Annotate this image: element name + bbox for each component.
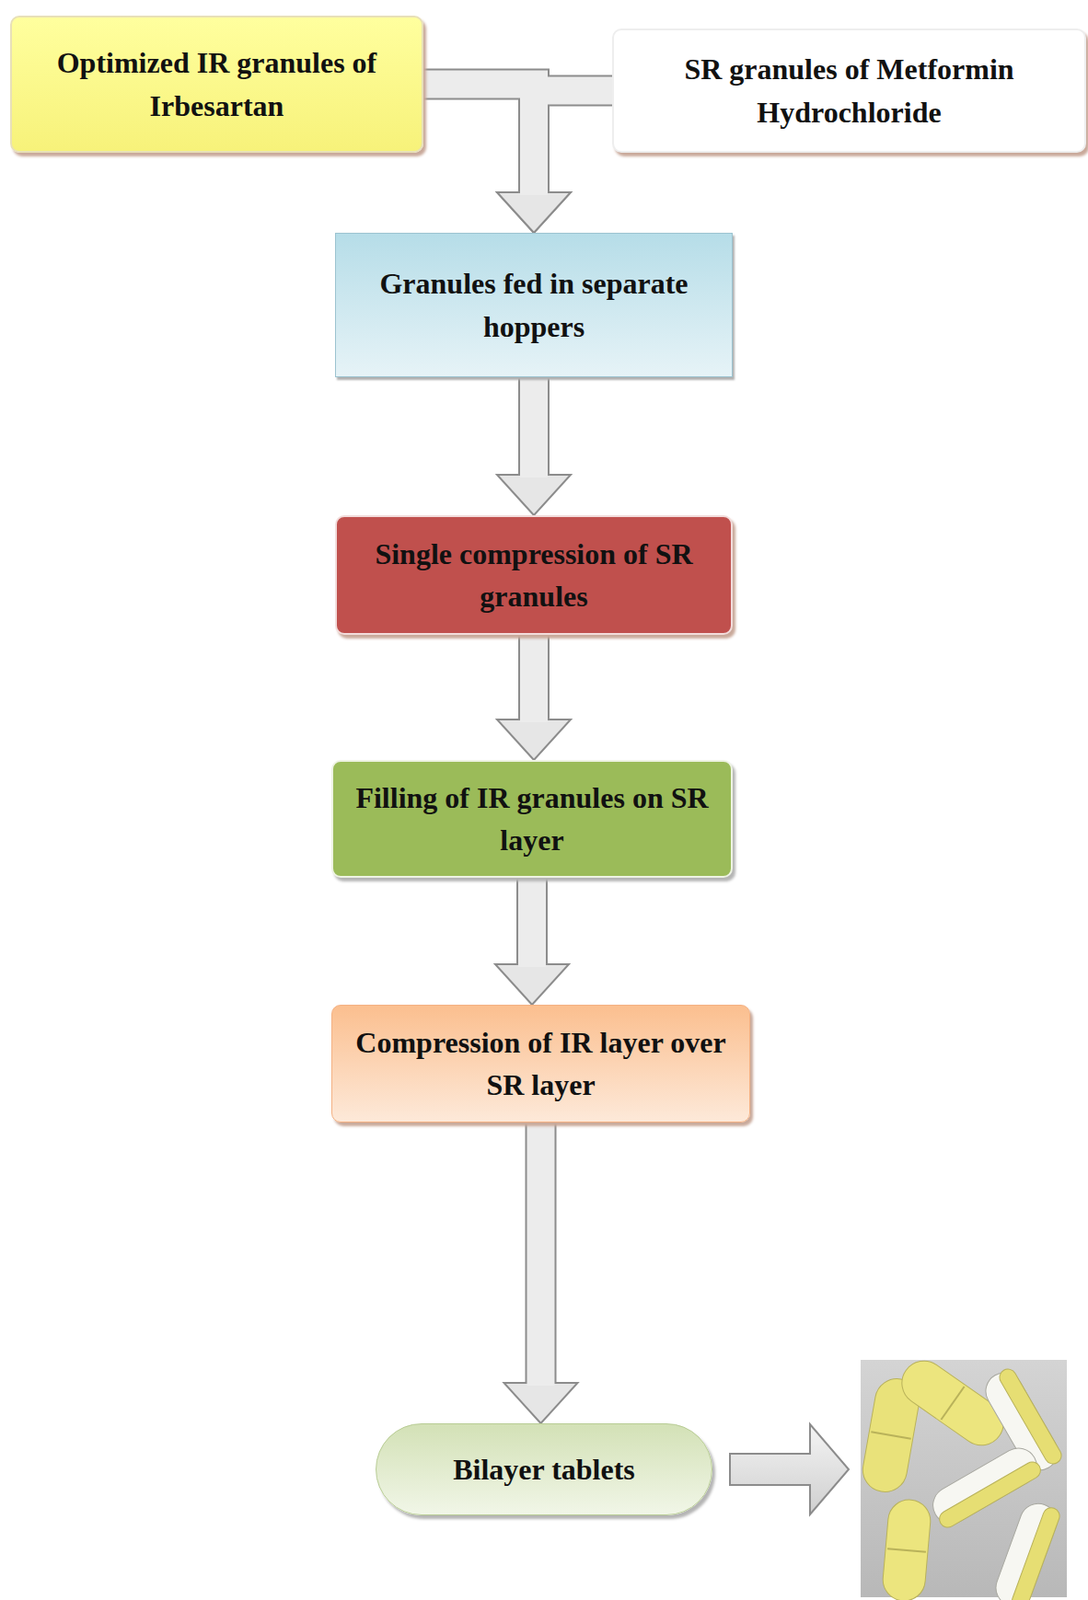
block-arrow [504, 1122, 579, 1424]
arrow-shaft [533, 91, 613, 197]
arrow-shaft [520, 377, 548, 478]
arrow-outline [516, 878, 548, 968]
box-label: Single compression of SR granules [351, 532, 717, 619]
process-box: Compression of IR layer over SR layer [331, 1005, 751, 1123]
arrow-head [497, 719, 571, 761]
box-label: Compression of IR layer over SR layer [347, 1021, 735, 1108]
arrow-shaft [423, 84, 534, 197]
arrow-head [504, 1383, 579, 1424]
process-box: Granules fed in separate hoppers [335, 232, 733, 378]
block-arrow [423, 84, 571, 234]
arrow-head [495, 964, 569, 1006]
block-arrow [497, 91, 613, 234]
block-arrow [495, 878, 569, 1006]
arrow-head [497, 474, 571, 516]
arrow-outline [518, 635, 550, 723]
input-box: SR granules of Metformin Hydrochloride [612, 28, 1087, 153]
arrow-head [497, 192, 571, 233]
process-box: Single compression of SR granules [335, 515, 733, 636]
tablet-photo [859, 1353, 1067, 1600]
block-arrow [497, 635, 571, 761]
box-label: SR granules of Metformin Hydrochloride [628, 47, 1070, 134]
block-arrow [497, 377, 571, 516]
arrow-outline [423, 84, 534, 197]
process-box: Filling of IR granules on SR layer [331, 760, 733, 879]
arrow-shaft [518, 878, 546, 968]
arrow-head [497, 192, 571, 233]
side-arrow [729, 1424, 849, 1516]
box-label: Optimized IR granules of Irbesartan [26, 41, 407, 128]
input-box: Optimized IR granules of Irbesartan [10, 15, 424, 153]
arrow-outline [533, 91, 613, 197]
terminal-box: Bilayer tablets [375, 1423, 713, 1517]
arrow-shaft [527, 1122, 556, 1387]
arrow-outline [518, 377, 550, 478]
arrow-outline [525, 1122, 557, 1387]
box-label: Bilayer tablets [452, 1448, 636, 1492]
box-label: Filling of IR granules on SR layer [347, 776, 717, 863]
arrow-shaft [520, 635, 548, 723]
box-label: Granules fed in separate hoppers [350, 262, 718, 348]
